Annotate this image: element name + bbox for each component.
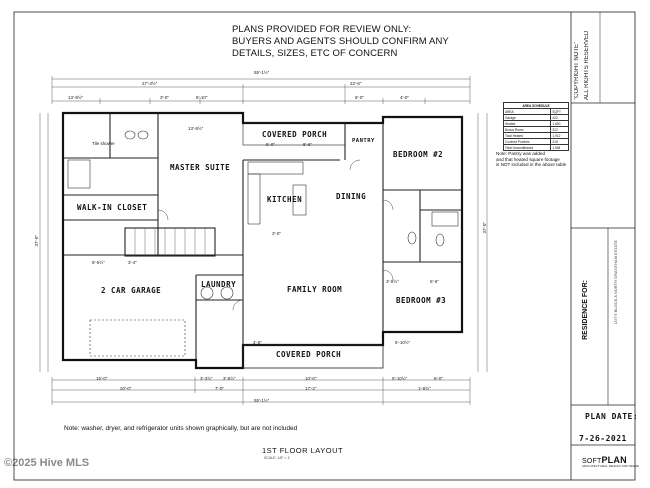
mls-watermark: ©2025 Hive MLS <box>4 457 90 469</box>
dim-porch-d: 5'-10½" <box>395 340 411 345</box>
dim-bottom-i: 5'-10½" <box>392 376 408 381</box>
dim-right-a: 37'-0" <box>482 222 487 234</box>
residence-detail: LOT 6 BLOCK A NORTH GRANTHAM ESTATE <box>613 240 618 325</box>
dim-porch-c: 4'-6" <box>253 340 262 345</box>
room-covered-porch-bottom: COVERED PORCH <box>276 350 342 359</box>
copyright-rights: ALL RIGHTS RESERVED <box>584 16 590 100</box>
dim-kitchen-a: 3'-0" <box>272 231 281 236</box>
dim-top-d: 3'-0" <box>160 95 169 100</box>
plan-date-value: 7-26-2021 <box>579 434 627 443</box>
room-bedroom-3: BEDROOM #3 <box>396 296 447 305</box>
dim-garage-b: 3'-4" <box>128 260 137 265</box>
pantry-note: Note: Pantry was added and that heated s… <box>496 151 566 168</box>
room-family-room: FAMILY ROOM <box>287 285 343 294</box>
room-pantry: PANTRY <box>352 138 375 144</box>
dim-bottom-d: 1'-8½" <box>418 386 431 391</box>
dim-overall-bottom: 55'-1½" <box>254 398 270 403</box>
room-dining: DINING <box>336 192 367 201</box>
review-notice: PLANS PROVIDED FOR REVIEW ONLY: BUYERS A… <box>232 24 492 60</box>
dim-bottom-h: 10'-0" <box>305 376 317 381</box>
dim-bottom-g: 3'-8½" <box>223 376 236 381</box>
sqft-cell: 1,984 <box>550 144 569 151</box>
copyright-note: "COPYRIGHT NOTE" <box>574 20 580 100</box>
dim-bottom-a: 20'-0" <box>120 386 132 391</box>
room-master-suite: MASTER SUITE <box>170 163 231 172</box>
dim-bottom-e: 16'-0" <box>96 376 108 381</box>
logo-part-b: PLAN <box>601 455 627 465</box>
dim-left-a: 37'-0" <box>34 235 39 247</box>
dim-top-f: 8'-0" <box>355 95 364 100</box>
logo-tagline: ARCHITECTURAL DESIGN SOFTWARE <box>582 464 640 468</box>
dim-porch-b: 8'-6" <box>303 142 312 147</box>
pantry-note-line-1: Note: Pantry was added <box>496 151 546 156</box>
logo-part-a: SOFT <box>582 458 602 465</box>
dim-bed3-a: 3'-8½" <box>386 279 399 284</box>
softplan-logo: SOFTPLAN ARCHITECTURAL DESIGN SOFTWARE <box>582 455 639 468</box>
dim-top-e: 8'-10" <box>196 95 208 100</box>
room-2-car-garage: 2 CAR GARAGE <box>101 286 162 295</box>
room-tile-shower: Tile shower <box>92 141 115 146</box>
dim-garage-a: 8'-5½" <box>92 260 105 265</box>
area-cell: Total Unconditioned <box>502 144 552 151</box>
copyright-line-2: ALL RIGHTS RESERVED <box>584 30 590 100</box>
copyright-line-1: "COPYRIGHT NOTE" <box>574 41 580 100</box>
dim-bottom-b: 7'-0" <box>215 386 224 391</box>
room-covered-porch-top: COVERED PORCH <box>262 130 328 139</box>
dim-bottom-j: 6'-0" <box>434 376 443 381</box>
notice-line-3: DETAILS, SIZES, ETC OF CONCERN <box>232 48 398 59</box>
room-bedroom-2: BEDROOM #2 <box>393 150 444 159</box>
pantry-note-line-2: and that heated square footage <box>496 156 560 162</box>
room-walk-in-closet: WALK-IN CLOSET <box>77 203 148 212</box>
room-laundry: LAUNDRY <box>201 280 237 289</box>
dim-bottom-c: 17'-2" <box>305 386 317 391</box>
plan-date-label: PLAN DATE: <box>585 412 639 421</box>
floor-layout-scale: SCALE: 1/8" = 1' <box>264 456 291 460</box>
dim-top-h: 13'-8½" <box>188 126 204 131</box>
dim-overall-top: 55'-1½" <box>254 70 270 75</box>
notice-line-2: BUYERS AND AGENTS SHOULD CONFIRM ANY <box>232 36 449 47</box>
dim-top-b: 22'-6" <box>350 81 362 86</box>
dim-top-g: 4'-0" <box>400 95 409 100</box>
dim-top-a: 27'-3½" <box>142 81 158 86</box>
dim-porch-a: 5'-0" <box>266 142 275 147</box>
residence-label: RESIDENCE FOR: <box>582 280 589 340</box>
room-kitchen: KITCHEN <box>267 195 303 204</box>
appliance-note: Note: washer, dryer, and refrigerator un… <box>64 425 298 432</box>
pantry-note-line-3: is NOT included in the above table <box>496 162 567 167</box>
dim-top-c: 13'-8½" <box>68 95 84 100</box>
floor-layout-title: 1ST FLOOR LAYOUT <box>262 446 344 455</box>
dim-bottom-f: 3'-3½" <box>200 376 213 381</box>
notice-line-1: PLANS PROVIDED FOR REVIEW ONLY: <box>232 24 412 35</box>
dim-bed3-b: 5'-6" <box>430 279 439 284</box>
